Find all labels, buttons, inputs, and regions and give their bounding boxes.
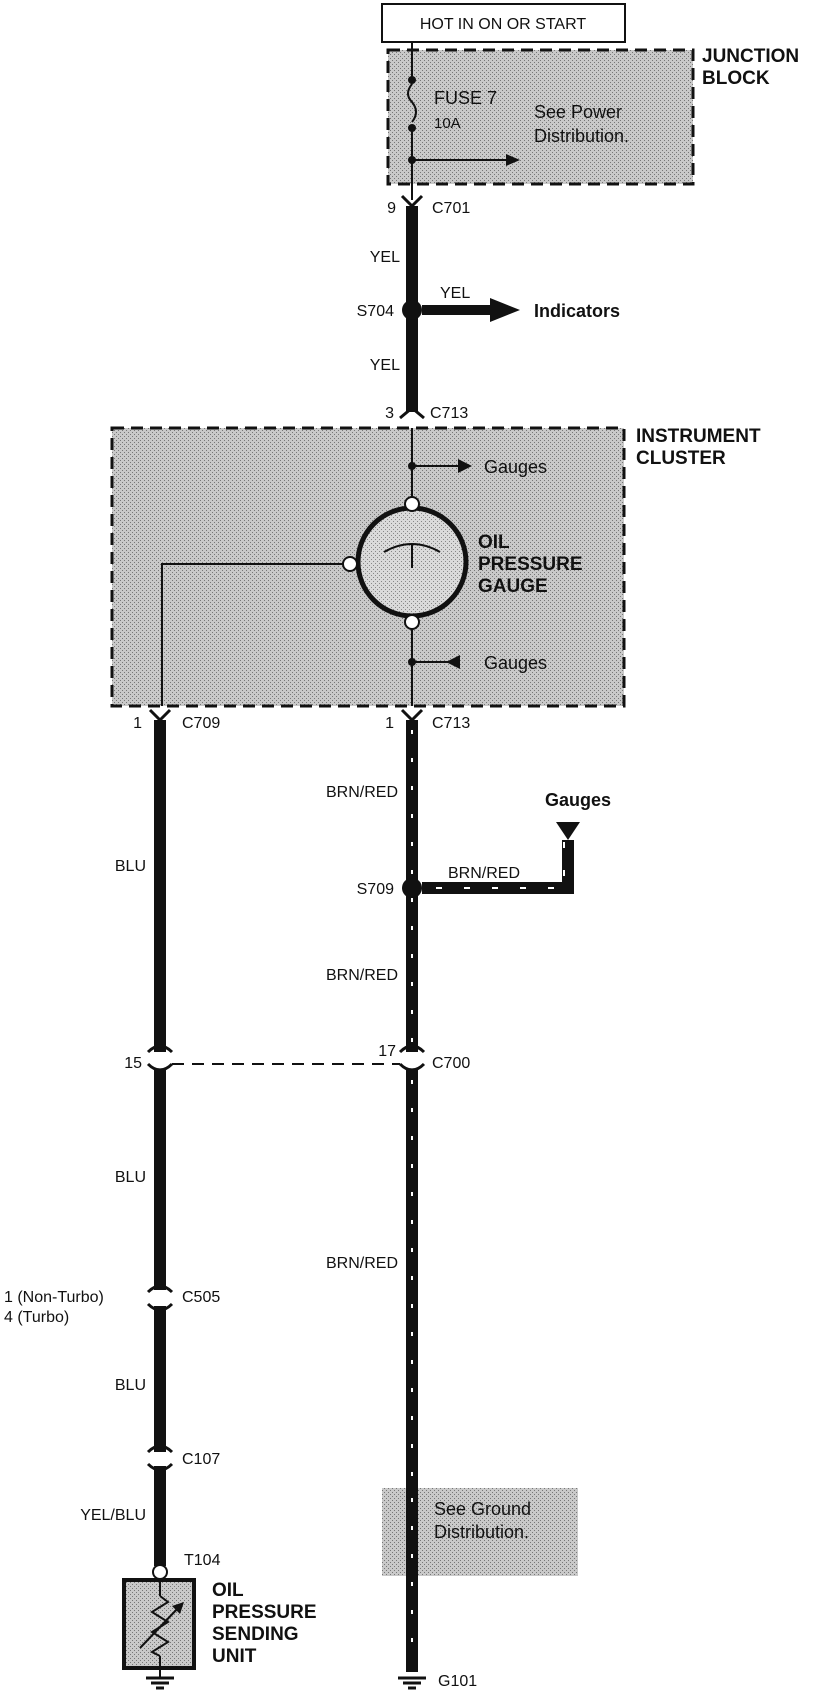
ground-icon-sender <box>146 1672 174 1690</box>
indicators-label: Indicators <box>534 301 620 321</box>
c505-name: C505 <box>182 1289 220 1306</box>
connector-c700: 15 17 C700 <box>124 1043 470 1072</box>
variable-arrow-icon <box>139 1605 181 1649</box>
instrument-cluster-title-2: CLUSTER <box>636 448 726 469</box>
gauge-label-2: PRESSURE <box>478 554 583 575</box>
sender-label-4: UNIT <box>212 1646 257 1667</box>
junction-block-title-1: JUNCTION <box>702 46 799 67</box>
instrument-cluster: INSTRUMENT CLUSTER Gauges OIL PRESSURE G… <box>110 426 761 708</box>
wire-label-blu-2: BLU <box>115 1169 146 1186</box>
c709-pin: 1 <box>133 715 142 732</box>
splice-s709: S709 Gauges BRN/RED <box>357 790 611 898</box>
t104-name: T104 <box>184 1552 221 1569</box>
wire-label-blu-1: BLU <box>115 858 146 875</box>
splice-s704: S704 YEL Indicators <box>357 285 620 322</box>
gauges-top-arrow <box>458 459 472 473</box>
ground-ref-1: See Ground <box>434 1499 531 1519</box>
wire-label-brn-red-2: BRN/RED <box>326 967 398 984</box>
connector-c505: 1 (Non-Turbo) 4 (Turbo) C505 <box>4 1284 220 1326</box>
fuse-symbol <box>407 83 417 123</box>
power-source-box: HOT IN ON OR START <box>381 3 626 43</box>
gauge-terminal-left <box>342 556 358 572</box>
gauges-bottom-label: Gauges <box>484 653 547 673</box>
g101-name: G101 <box>438 1673 477 1690</box>
c701-name: C701 <box>432 200 470 217</box>
junction-block-title-2: BLOCK <box>702 68 770 89</box>
gauges-s709-arrow <box>556 822 580 840</box>
instrument-cluster-title-1: INSTRUMENT <box>636 426 761 447</box>
oil-pressure-sending-unit: OIL PRESSURE SENDING UNIT <box>122 1578 317 1672</box>
gauge-label-3: GAUGE <box>478 576 548 597</box>
s709-name: S709 <box>357 881 394 898</box>
indicators-arrow <box>490 298 520 322</box>
c701-pin: 9 <box>387 200 396 217</box>
gauge-label-1: OIL <box>478 532 510 553</box>
c107-name: C107 <box>182 1451 220 1468</box>
c713-bottom-pin: 1 <box>385 715 394 732</box>
s709-wire-label: BRN/RED <box>448 865 520 882</box>
c709-name: C709 <box>182 715 220 732</box>
gauge-terminal-bottom <box>404 614 420 630</box>
power-ref-1: See Power <box>534 102 622 122</box>
gauge-signal-wire <box>161 563 343 706</box>
c505-pin-1: 1 (Non-Turbo) <box>4 1289 104 1306</box>
c713-bottom-name: C713 <box>432 715 470 732</box>
sender-label-2: PRESSURE <box>212 1602 317 1623</box>
connector-c713-bottom: 1 C713 <box>385 708 470 732</box>
power-ref-2: Distribution. <box>534 126 629 146</box>
wire-label-blu-3: BLU <box>115 1377 146 1394</box>
sender-label-1: OIL <box>212 1580 244 1601</box>
c700-left-pin: 15 <box>124 1055 142 1072</box>
junction-block: JUNCTION BLOCK FUSE 7 10A See Power Dist… <box>386 42 799 200</box>
ground-distribution-box: See Ground Distribution. <box>382 1488 578 1672</box>
ground-ref-2: Distribution. <box>434 1522 529 1542</box>
fuse-terminal-top <box>408 76 416 84</box>
wire-label-yel-blu: YEL/BLU <box>80 1507 146 1524</box>
c700-right-pin: 17 <box>378 1043 396 1060</box>
s704-wire-label: YEL <box>440 285 470 302</box>
t104-terminal <box>152 1564 168 1580</box>
gauge-terminal-top <box>404 496 420 512</box>
wire-label-brn-red-1: BRN/RED <box>326 784 398 801</box>
fuse-rating: 10A <box>434 115 461 132</box>
wire-label-yel-2: YEL <box>370 357 400 374</box>
c713-top-name: C713 <box>430 405 468 422</box>
connector-c709: 1 C709 <box>133 708 220 732</box>
fuse-name: FUSE 7 <box>434 88 497 108</box>
gauges-bottom-arrow <box>446 655 460 669</box>
s704-name: S704 <box>357 303 394 320</box>
c713-top-pin: 3 <box>385 405 394 422</box>
connector-c713-top: 3 C713 <box>385 405 468 422</box>
power-source-label: HOT IN ON OR START <box>420 16 586 33</box>
wire-label-yel-1: YEL <box>370 249 400 266</box>
gauges-top-label: Gauges <box>484 457 547 477</box>
c505-pin-2: 4 (Turbo) <box>4 1309 69 1326</box>
ground-icon-g101 <box>398 1676 426 1690</box>
gauges-s709-label: Gauges <box>545 790 611 810</box>
wire-label-brn-red-3: BRN/RED <box>326 1255 398 1272</box>
sender-label-3: SENDING <box>212 1624 299 1645</box>
c700-name: C700 <box>432 1055 470 1072</box>
connector-c701: 9 C701 <box>387 194 470 217</box>
